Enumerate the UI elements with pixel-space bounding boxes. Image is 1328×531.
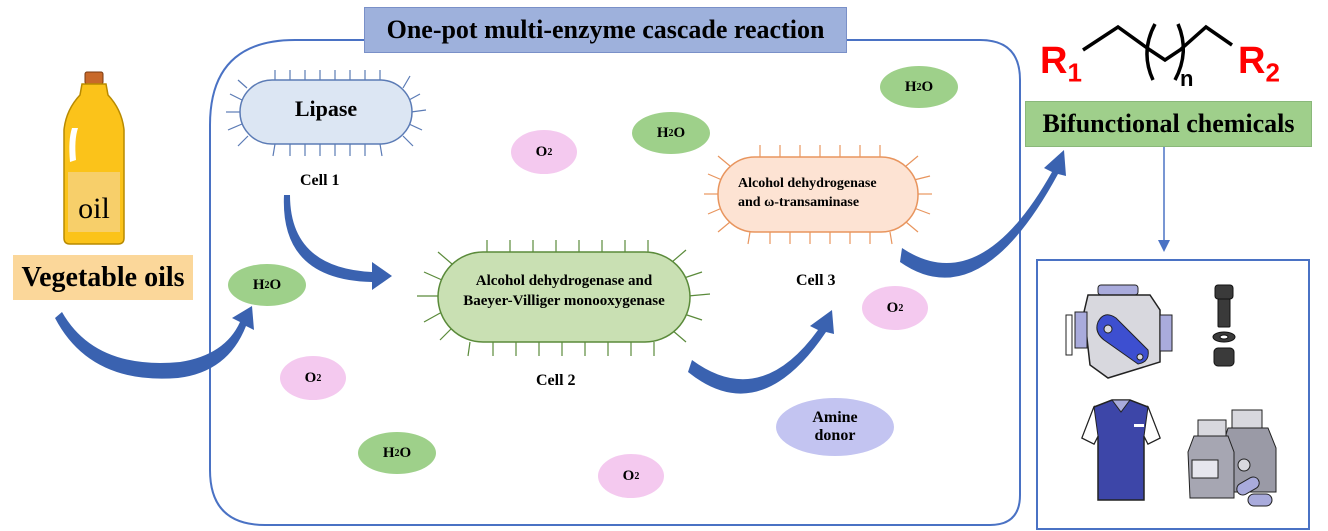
- cell-2-enzyme-line: Alcohol dehydrogenase and: [475, 273, 653, 289]
- cell-3-enzyme: Alcohol dehydrogenase and ω-transaminase: [738, 175, 918, 213]
- molecule-skeleton: [1082, 23, 1233, 81]
- flow-arrows: [55, 150, 1066, 394]
- arrow-oil-to-reaction: [55, 306, 254, 379]
- cell-2-enzyme-line: Baeyer-Villiger monooxygenase: [463, 292, 665, 309]
- arrow-cell1-to-cell2: [283, 195, 392, 290]
- oil-bottle-icon: [63, 71, 125, 245]
- vegetable-oils-label: Vegetable oils: [13, 255, 193, 300]
- arrow-cell3-to-product: [900, 150, 1066, 278]
- engine-icon: [1065, 284, 1173, 379]
- cell-1: [226, 70, 427, 157]
- cell-3: [704, 145, 932, 245]
- bifunctional-chemicals-label: Bifunctional chemicals: [1025, 101, 1312, 147]
- cell-1-pili: [226, 70, 427, 157]
- cell-2: [417, 240, 711, 357]
- cell-1-enzyme: Lipase: [294, 96, 358, 121]
- diagram-title: One-pot multi-enzyme cascade reaction: [364, 7, 847, 53]
- cell-3-enzyme-line: Alcohol dehydrogenase: [738, 176, 877, 191]
- products-box: [1036, 259, 1310, 530]
- bottle-label: oil: [78, 192, 110, 225]
- arrow-head: [1158, 240, 1170, 252]
- shirt-icon: [1081, 399, 1161, 501]
- reaction-frame: [209, 39, 1021, 526]
- cell-1-label: Cell 1: [300, 172, 340, 189]
- cell-2-enzyme: Alcohol dehydrogenase and Baeyer-Villige…: [438, 272, 690, 311]
- cell-3-pili: [704, 145, 932, 245]
- r2-group: R2: [1238, 40, 1280, 88]
- amine-donor-line: donor: [814, 427, 856, 444]
- medicine-bottles-icon: [1187, 409, 1277, 507]
- repeat-subscript: n: [1180, 66, 1194, 91]
- arrow-cell2-to-cell3: [688, 310, 834, 394]
- cell-3-enzyme-line: and ω-transaminase: [738, 194, 860, 210]
- amine-donor-line: Amine: [812, 408, 858, 426]
- cell-2-label: Cell 2: [536, 372, 576, 389]
- r1-group: R1: [1040, 40, 1082, 88]
- bolt-nut-icon: [1212, 284, 1236, 367]
- cell-3-label: Cell 3: [796, 272, 836, 289]
